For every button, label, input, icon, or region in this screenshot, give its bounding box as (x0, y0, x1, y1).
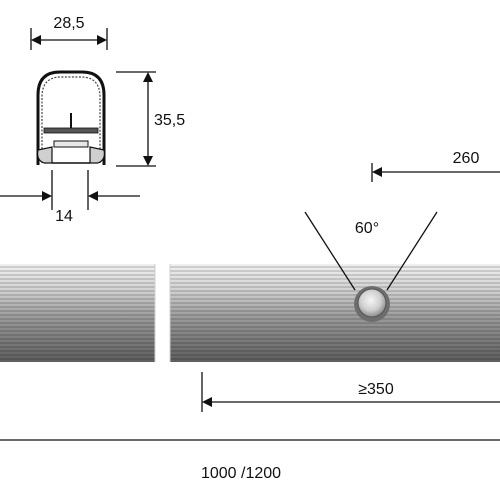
dim-sensor-offset: 260 (371, 150, 500, 182)
dim-total-length: 1000 /1200 (0, 439, 500, 482)
sensor-cone-left-edge (304, 211, 356, 291)
profile-outer-shell (36, 70, 106, 165)
label-sensor-offset: 260 (453, 150, 480, 167)
luminaire-side-view (0, 264, 500, 362)
arrowhead-opening-left (42, 191, 52, 201)
profile-clip-right (89, 146, 105, 164)
label-min-distance: ≥350 (358, 381, 394, 398)
arrowhead-right (97, 35, 107, 45)
arrowhead-bottom (143, 156, 153, 166)
arrowhead-opening-right (88, 191, 98, 201)
profile-lens (53, 140, 89, 148)
profile-inner-shell (41, 76, 101, 163)
sensor-lens (357, 288, 387, 318)
profile-cross-section (36, 70, 106, 165)
motion-sensor: 60° (304, 211, 438, 322)
dim-opening-width: 14 (0, 170, 140, 225)
label-opening-width: 14 (55, 208, 73, 225)
luminaire-segment-right-ribs (170, 264, 500, 362)
label-total-length: 1000 /1200 (201, 465, 281, 482)
luminaire-segment-left-ribs (0, 264, 155, 362)
label-profile-height: 35,5 (154, 112, 185, 129)
arrowhead-min-distance (202, 397, 212, 407)
label-sensor-angle: 60° (355, 220, 379, 237)
profile-clip-left (37, 146, 53, 164)
arrowhead-sensor-offset (372, 167, 382, 177)
arrowhead-top (143, 72, 153, 82)
dim-min-distance: ≥350 (201, 372, 500, 412)
arrowhead-left (31, 35, 41, 45)
profile-board (43, 127, 99, 134)
label-profile-width: 28,5 (53, 15, 84, 32)
sensor-cone-right-edge (386, 211, 438, 291)
dim-profile-width: 28,5 (30, 15, 108, 50)
dim-profile-height: 35,5 (116, 71, 185, 167)
